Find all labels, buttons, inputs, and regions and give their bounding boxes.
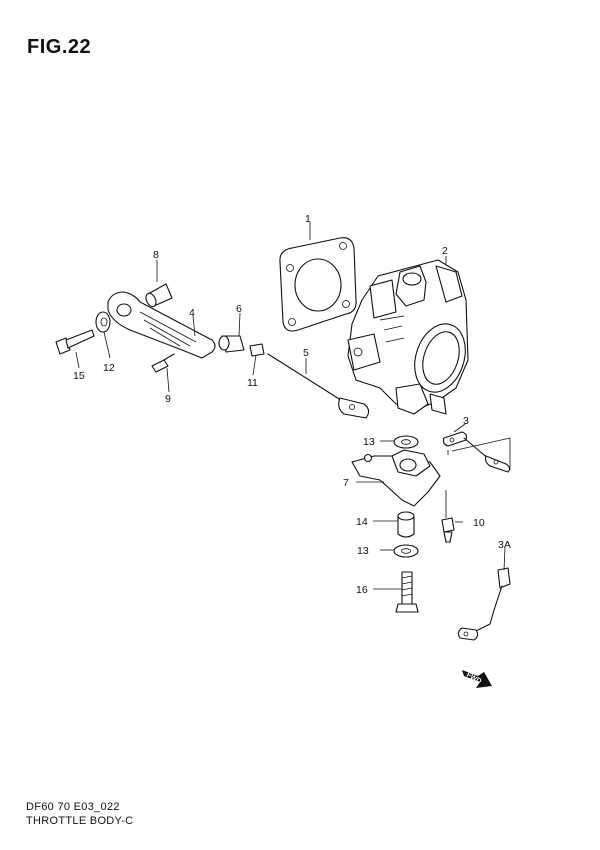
callout-6: 6 — [236, 303, 242, 315]
callout-4: 4 — [189, 307, 195, 319]
bolt-15-part — [55, 329, 95, 355]
callout-14: 14 — [356, 516, 368, 528]
lever-part — [107, 291, 216, 359]
bracket-part — [351, 449, 441, 507]
callout-7: 7 — [343, 477, 349, 489]
leader-lines — [75, 222, 506, 590]
callout-3a: 3A — [498, 539, 511, 551]
fwd-arrow-icon: FWD — [462, 670, 492, 688]
callout-1: 1 — [305, 213, 311, 225]
figure-title: FIG.22 — [27, 36, 92, 58]
rod-part — [267, 353, 370, 419]
callout-2: 2 — [442, 245, 448, 257]
svg-text:FWD: FWD — [465, 671, 482, 685]
callout-9: 9 — [165, 393, 171, 405]
callout-16: 16 — [356, 584, 368, 596]
callout-3: 3 — [463, 415, 469, 427]
callout-labels: 1 2 3 3A 4 5 6 7 8 9 10 11 12 13 13 14 1… — [73, 213, 511, 596]
collar-part — [145, 283, 173, 308]
callout-13b: 13 — [357, 545, 369, 557]
link-rod-3a-part — [457, 567, 511, 641]
callout-13a: 13 — [363, 436, 375, 448]
drawing-code: DF60 70 E03_022 — [26, 801, 120, 813]
joint-part — [218, 335, 245, 353]
callout-8: 8 — [153, 249, 159, 261]
link-rod-part — [442, 431, 511, 473]
clip-part — [441, 517, 455, 543]
callout-12: 12 — [103, 362, 115, 374]
callout-15: 15 — [73, 370, 85, 382]
drawing-caption: THROTTLE BODY-C — [26, 815, 134, 827]
callout-11: 11 — [247, 377, 258, 389]
gasket-part — [279, 237, 357, 332]
throttle-body-part — [347, 259, 469, 415]
nut-part — [249, 343, 265, 357]
callout-10: 10 — [473, 517, 485, 529]
pin-part — [151, 353, 175, 373]
washer-upper-part — [393, 435, 419, 449]
bolt-16-part — [395, 571, 419, 613]
washer-part — [95, 311, 111, 333]
callout-5: 5 — [303, 347, 309, 359]
washer-lower-part — [393, 544, 419, 558]
spacer-part — [397, 511, 415, 538]
